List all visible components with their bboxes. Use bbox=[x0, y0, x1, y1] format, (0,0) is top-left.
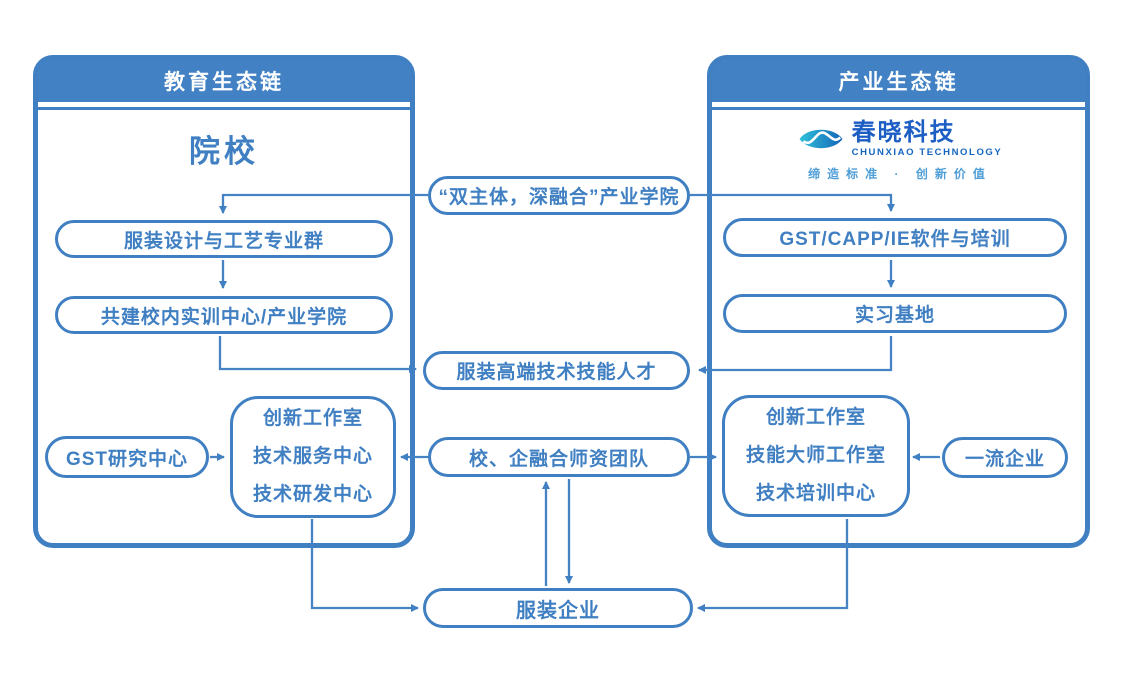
internship-base-box: 实习基地 bbox=[723, 294, 1067, 333]
college-title: 院校 bbox=[189, 134, 259, 169]
enterprise-workshops-box: 创新工作室 技能大师工作室 技术培训中心 bbox=[722, 395, 910, 517]
garment-enterprise-box: 服装企业 bbox=[423, 588, 693, 628]
logo-mark-icon bbox=[799, 129, 843, 149]
school-workshops-line: 创新工作室 bbox=[262, 408, 363, 429]
panel-topline bbox=[38, 107, 410, 110]
enterprise-workshops-line: 技术培训中心 bbox=[755, 483, 876, 504]
gst-research-box: GST研究中心 bbox=[45, 436, 209, 478]
industry-college-box: “双主体，深融合”产业学院 bbox=[428, 176, 690, 215]
logo-subtitle: CHUNXIAO TECHNOLOGY bbox=[851, 147, 1003, 159]
training-center-box: 共建校内实训中心/产业学院 bbox=[55, 296, 393, 334]
enterprise-workshops-line: 创新工作室 bbox=[765, 407, 866, 428]
industry-chain-header: 产业生态链 bbox=[712, 60, 1085, 102]
school-workshops-line: 技术研发中心 bbox=[252, 484, 373, 505]
panel-topline bbox=[712, 107, 1085, 110]
education-chain-header: 教育生态链 bbox=[38, 60, 410, 102]
first-class-enterprise-box: 一流企业 bbox=[942, 437, 1068, 478]
chunxiao-logo: 春晓科技 CHUNXIAO TECHNOLOGY 缔造标准 · 创新价值 bbox=[795, 120, 1005, 182]
teacher-team-box: 校、企融合师资团队 bbox=[428, 437, 690, 477]
logo-tagline: 缔造标准 · 创新价值 bbox=[808, 167, 992, 182]
talent-box: 服装高端技术技能人才 bbox=[423, 351, 690, 390]
panel-divider bbox=[38, 102, 410, 107]
enterprise-workshops-line: 技能大师工作室 bbox=[745, 445, 886, 466]
logo-name: 春晓科技 bbox=[851, 119, 956, 146]
panel-divider bbox=[712, 102, 1085, 107]
software-training-box: GST/CAPP/IE软件与培训 bbox=[723, 218, 1067, 257]
school-workshops-line: 技术服务中心 bbox=[252, 446, 373, 467]
school-workshops-box: 创新工作室 技术服务中心 技术研发中心 bbox=[230, 396, 396, 518]
major-group-box: 服装设计与工艺专业群 bbox=[55, 220, 393, 258]
